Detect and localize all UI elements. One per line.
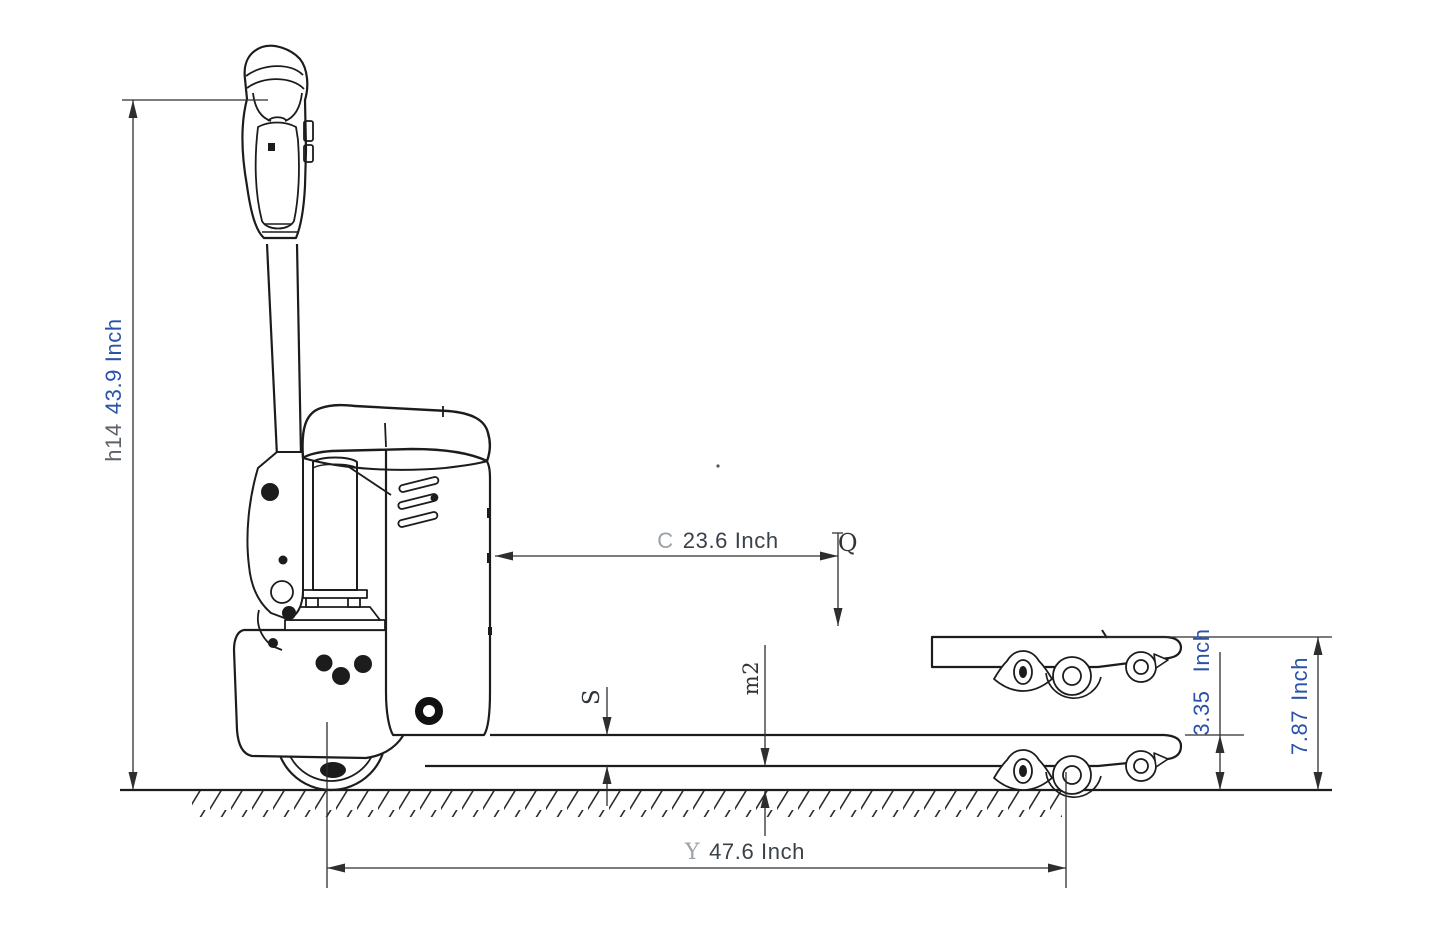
symbol-text: m2 [739, 660, 763, 696]
dim-head-length-label: C 23.6 Inch [657, 528, 778, 554]
dim-value: 23.6 Inch [682, 528, 779, 553]
vent-slots [397, 476, 440, 528]
ground [120, 788, 1332, 817]
dim-unit: Inch [1189, 628, 1214, 673]
dim-fork-raised-label: 7.87 Inch [1287, 657, 1313, 755]
dim-value: 3.35 [1189, 690, 1214, 736]
ground-clearance-symbol: m2 [739, 661, 763, 695]
dim-prefix: C [657, 528, 674, 553]
dim-unit: Inch [1287, 656, 1312, 701]
hydraulic-cylinder [312, 456, 358, 591]
symbol-text: S [579, 688, 605, 706]
load-center-symbol: Q [838, 529, 858, 557]
dim-fork-lowered-label: 3.35 Inch [1189, 628, 1215, 735]
dimension-lines [122, 99, 1332, 888]
dim-wheelbase-label: Y 47.6 Inch [685, 839, 805, 865]
tiller-shaft [265, 243, 303, 457]
hydraulic-base [284, 589, 386, 631]
fork-tip-raised [930, 629, 1183, 699]
dim-value: 7.87 [1287, 709, 1312, 756]
rear-roller-wheel [1052, 755, 1092, 795]
fork-thickness-symbol: S [579, 689, 605, 705]
symbol-text: Q [837, 529, 859, 557]
rear-roller-wheel [1125, 750, 1157, 782]
dim-prefix: h14 [101, 423, 126, 462]
ground-hatch [192, 791, 1062, 817]
dim-value: 43.9 Inch [101, 318, 126, 415]
fork-lowered [425, 733, 1183, 798]
top-cover [301, 403, 491, 496]
dim-prefix: Y [684, 840, 701, 865]
knob [415, 697, 443, 725]
tiller-arm [246, 451, 304, 651]
dim-overall-height-label: h14 43.9 Inch [101, 318, 127, 461]
tiller-handle-grip [241, 44, 314, 240]
dim-value: 47.6 Inch [709, 839, 806, 864]
cover-details [397, 476, 492, 725]
